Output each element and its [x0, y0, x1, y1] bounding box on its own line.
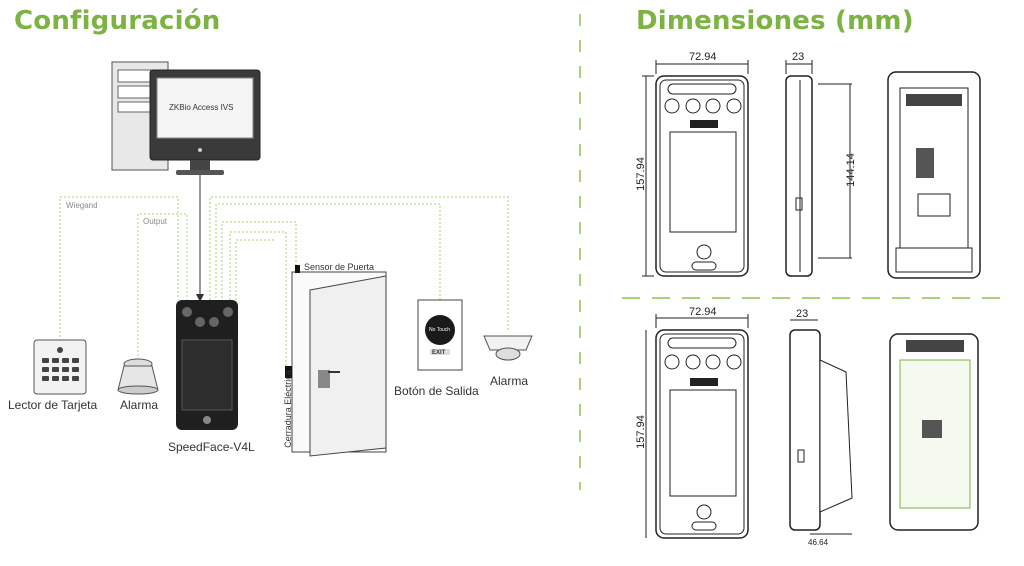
device-label: SpeedFace-V4L	[168, 440, 255, 454]
speedface-device	[176, 300, 238, 430]
card-reader-label: Lector de Tarjeta	[8, 398, 98, 412]
bottom-depth-label: 23	[796, 308, 809, 320]
wiring-lines	[59, 196, 509, 370]
front-view-bottom	[645, 314, 749, 539]
side-view-bottom	[789, 319, 853, 535]
bottom-width-label: 72.94	[689, 306, 717, 318]
exit-button-device	[417, 299, 463, 371]
top-height-label: 157.94	[635, 157, 647, 191]
wiegand-label: Wiegand	[66, 201, 98, 210]
output-label: Output	[143, 217, 168, 226]
card-reader-device	[33, 339, 87, 395]
back-view-top	[887, 71, 981, 279]
alarm-left-label: Alarma	[120, 398, 159, 412]
bottom-base-label: 46.64	[808, 538, 829, 547]
front-view-top	[642, 60, 749, 277]
bottom-height-label: 157.94	[635, 415, 647, 449]
top-width-label: 72.94	[689, 51, 717, 63]
alarm-siren-left	[117, 358, 159, 395]
side-view-top	[785, 60, 852, 277]
door	[285, 265, 387, 457]
top-side-height-label: 144.14	[845, 153, 857, 187]
alarm-right-label: Alarma	[490, 374, 529, 388]
alarm-ceiling-right	[483, 335, 533, 361]
exit-mark: EXIT	[432, 350, 446, 356]
computer-monitor	[149, 69, 261, 175]
door-sensor-label: Sensor de Puerta	[304, 262, 375, 272]
no-touch-mark: No Touch	[429, 327, 451, 333]
dimensions-title: Dimensiones (mm)	[636, 6, 914, 36]
electric-lock-label: Cerradura Eléctrica	[283, 370, 293, 448]
back-view-bottom	[889, 333, 979, 531]
top-depth-label: 23	[792, 51, 805, 63]
software-label: ZKBio Access IVS	[169, 103, 234, 112]
configuration-title: Configuración	[14, 6, 221, 36]
exit-button-label: Botón de Salida	[394, 384, 479, 398]
